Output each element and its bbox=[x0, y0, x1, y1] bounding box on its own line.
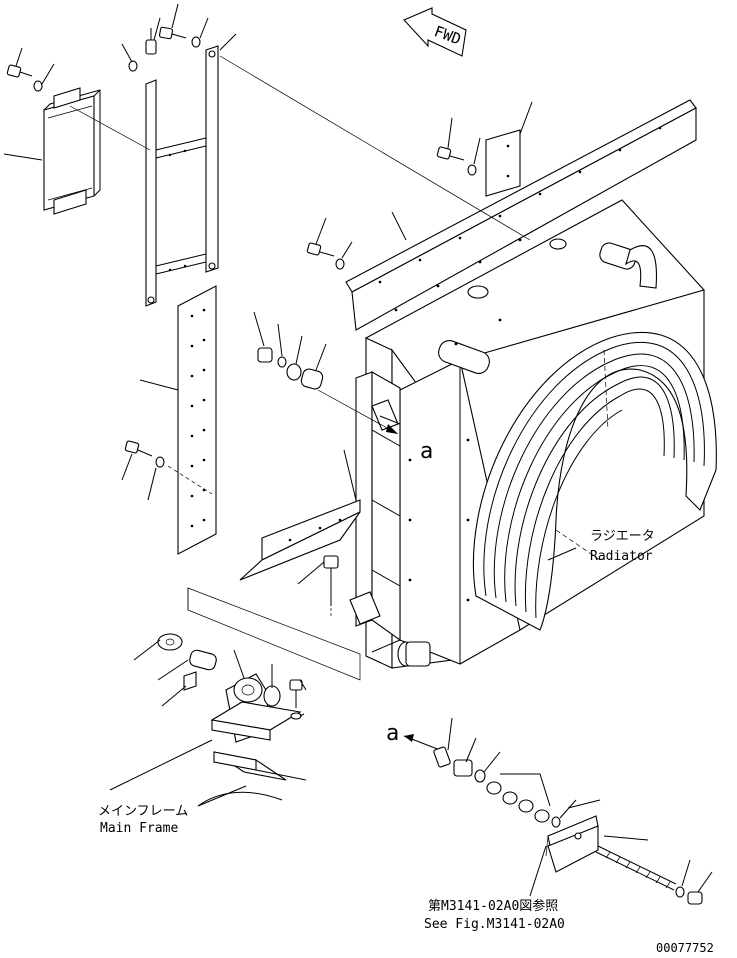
bottom-hardware-set bbox=[433, 717, 577, 828]
leader-line-1 bbox=[219, 55, 531, 241]
bolt-washer-set-left bbox=[121, 440, 213, 501]
fan-shroud bbox=[472, 331, 717, 631]
bolt-washer-set-top-left bbox=[6, 17, 161, 92]
radiator-en-label: Radiator bbox=[590, 549, 653, 564]
long-bolt bbox=[595, 835, 713, 905]
callout-a-arrow bbox=[403, 734, 441, 751]
bolt-washer-set-top bbox=[158, 3, 237, 51]
fwd-arrow: FWD bbox=[403, 7, 467, 57]
mount-hardware-center bbox=[253, 311, 399, 435]
drawing-number: 00077752 bbox=[656, 941, 714, 955]
lower-angle-plate bbox=[239, 449, 361, 581]
reference-en-label: See Fig.M3141-02A0 bbox=[424, 917, 565, 932]
bolt-lower-center bbox=[297, 555, 339, 618]
small-bracket-top-right bbox=[485, 101, 533, 197]
reference-jp-label: 第M3141-02A0図参照 bbox=[428, 898, 558, 914]
oil-cooler bbox=[3, 87, 101, 215]
main-frame-en-label: Main Frame bbox=[100, 821, 178, 836]
bottom-stay-bracket bbox=[545, 799, 601, 873]
side-plate bbox=[139, 285, 217, 555]
callout-a-bottom: a bbox=[386, 721, 399, 746]
callout-a-top: a bbox=[420, 439, 433, 464]
bolt-washer-set-upper bbox=[306, 117, 481, 270]
radiator-jp-label: ラジエータ bbox=[590, 529, 655, 544]
leader-line-2 bbox=[69, 105, 151, 151]
top-angle-bracket bbox=[345, 99, 697, 331]
stay-frame bbox=[145, 45, 219, 307]
main-frame-jp-label: メインフレーム bbox=[98, 804, 188, 819]
mount-bracket-assembly bbox=[109, 587, 361, 807]
reference-leader-line bbox=[529, 845, 547, 897]
